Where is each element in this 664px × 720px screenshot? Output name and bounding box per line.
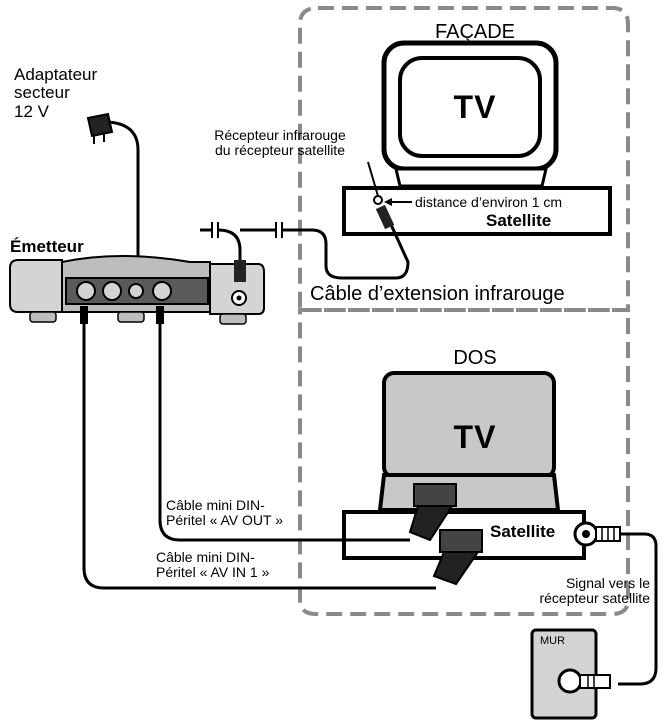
tv-back-label: TV — [453, 419, 497, 455]
tv-front-label: TV — [453, 89, 497, 125]
signal-line1: Signal vers le — [565, 575, 650, 591]
dos-label: DOS — [453, 347, 497, 369]
cable-out-label: Câble mini DIN- Péritel « AV OUT » — [166, 497, 283, 529]
adapter-label: Adaptateur secteur 12 V — [14, 65, 98, 121]
distance-arrow — [384, 198, 412, 206]
ir-extension-cable — [200, 195, 410, 282]
wall-socket — [530, 628, 611, 720]
coax-connector-satellite — [573, 521, 621, 547]
ir-receiver-label: Récepteur infrarouge du récepteur satell… — [190, 127, 370, 159]
distance-label: distance d’environ 1 cm — [415, 194, 563, 210]
ir-receiver-callout — [367, 161, 379, 197]
tv-front-illustration — [381, 40, 559, 188]
cable-in-label: Câble mini DIN- Péritel « AV IN 1 » — [156, 549, 270, 581]
satellite-back-label: Satellite — [490, 522, 556, 541]
scart-plug-satellite — [432, 529, 483, 586]
signal-line2: récepteur satellite — [539, 590, 650, 607]
signal-label: Signal vers le récepteur satellite — [490, 575, 650, 607]
adapter-line2: secteur — [14, 83, 70, 103]
wall-label: MUR — [540, 635, 566, 647]
cable-out-line2: Péritel « AV OUT » — [166, 512, 283, 529]
facade-label: FAÇADE — [434, 21, 516, 43]
adapter-line3: 12 V — [14, 101, 49, 121]
ir-cable-label: Câble d’extension infrarouge — [310, 283, 565, 305]
adapter-line1: Adaptateur — [14, 65, 98, 84]
av-out-cable — [156, 306, 410, 542]
satellite-front-box — [342, 186, 612, 236]
ir-receiver-line1: Récepteur infrarouge — [214, 127, 346, 143]
coax-cable — [618, 532, 658, 686]
cable-in-line1: Câble mini DIN- — [156, 549, 255, 565]
cable-out-line1: Câble mini DIN- — [166, 497, 265, 513]
emitter-label: Émetteur — [10, 237, 84, 256]
power-adapter — [86, 112, 114, 144]
emitter-device — [9, 255, 265, 325]
scart-plug-tv — [408, 483, 457, 542]
satellite-front-label: Satellite — [486, 211, 552, 230]
ir-receiver-line2: du récepteur satellite — [215, 142, 345, 159]
cable-in-line2: Péritel « AV IN 1 » — [156, 564, 270, 581]
av-in-cable — [80, 306, 436, 590]
